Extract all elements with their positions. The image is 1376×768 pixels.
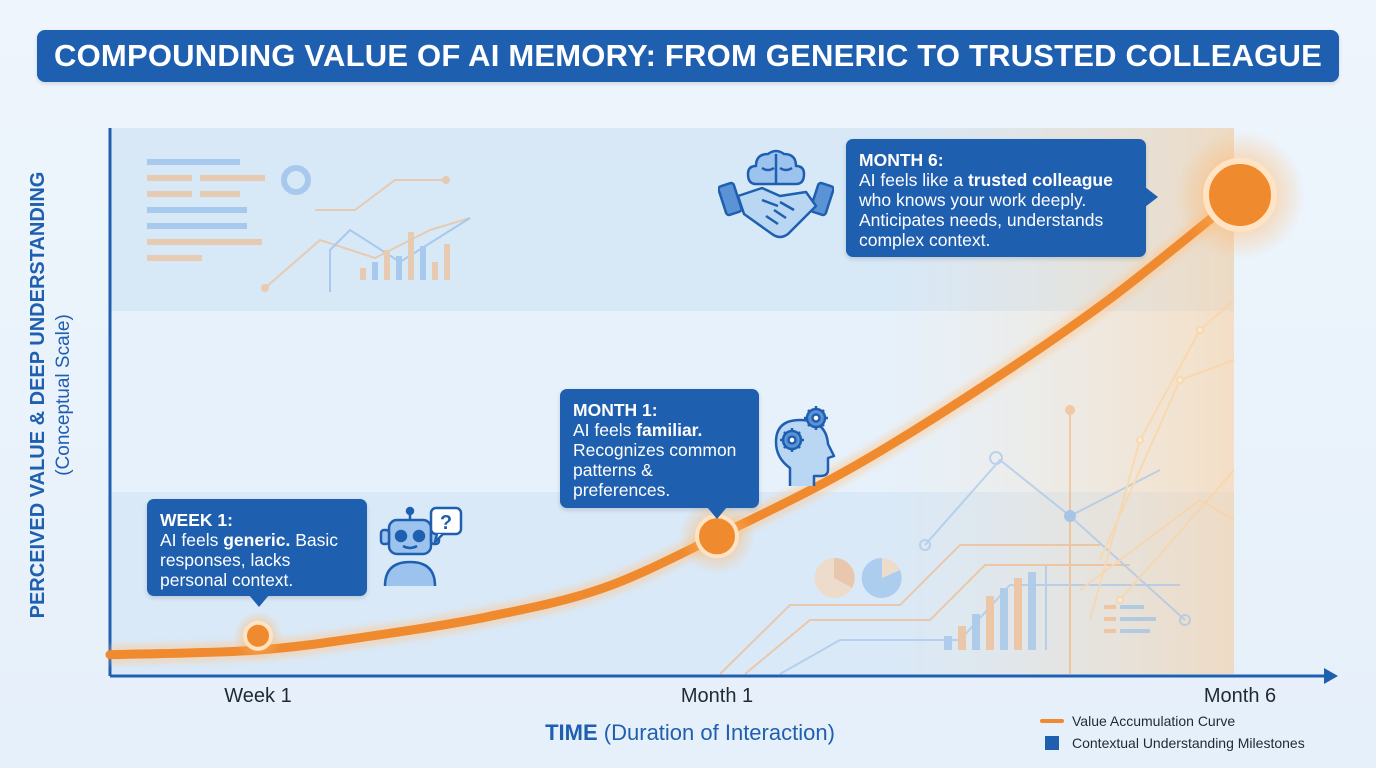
head-gears-icon [774, 406, 836, 486]
x-tick-month1: Month 1 [680, 685, 754, 707]
legend-label-curve: Value Accumulation Curve [1072, 713, 1236, 729]
x-axis-arrow [1324, 668, 1338, 684]
y-axis-title: PERCEIVED VALUE & DEEP UNDERSTANDING [27, 171, 49, 619]
legend: Value Accumulation Curve Contextual Unde… [1040, 710, 1305, 754]
callout-week1: WEEK 1: AI feels generic. Basic response… [147, 499, 367, 607]
legend-box-swatch [1045, 736, 1059, 750]
legend-item-curve: Value Accumulation Curve [1040, 710, 1305, 732]
legend-item-milestones: Contextual Understanding Milestones [1040, 732, 1305, 754]
network-decoration [719, 299, 1235, 675]
dashboard-decoration [147, 159, 471, 292]
svg-text:?: ? [440, 512, 452, 534]
x-axis-subtitle: (Duration of Interaction) [603, 720, 835, 745]
brain-handshake-icon [718, 149, 834, 239]
callout-week1-heading: WEEK 1: [160, 510, 233, 530]
callout-month1: MONTH 1: AI feels familiar. Recognizes c… [560, 389, 759, 519]
title-banner: COMPOUNDING VALUE OF AI MEMORY: FROM GEN… [37, 30, 1339, 82]
x-tick-month6: Month 6 [1203, 685, 1277, 707]
robot-question-icon: ? [379, 506, 463, 587]
legend-line-swatch [1040, 719, 1064, 723]
callout-month1-pre: AI feels [573, 420, 637, 440]
milestone-point [1203, 158, 1277, 232]
callout-month1-post: Recognizes common patterns & preferences… [573, 440, 737, 500]
x-axis-label: TIME (Duration of Interaction) [545, 720, 835, 746]
callout-month6-post: who knows your work deeply. Anticipates … [859, 190, 1104, 250]
callout-week1-post: Basic responses, lacks personal context. [160, 530, 339, 590]
y-axis-label: PERCEIVED VALUE & DEEP UNDERSTANDING (Co… [27, 125, 97, 665]
callout-week1-pre: AI feels [160, 530, 224, 550]
callout-month6: MONTH 6: AI feels like a trusted colleag… [846, 139, 1158, 257]
callout-month1-heading: MONTH 1: [573, 400, 658, 420]
callout-month1-emph: familiar. [636, 420, 703, 440]
callout-month6-pointer [1145, 187, 1158, 207]
callout-week1-emph: generic. [223, 530, 291, 550]
legend-label-milestones: Contextual Understanding Milestones [1072, 735, 1305, 751]
page-title: COMPOUNDING VALUE OF AI MEMORY: FROM GEN… [54, 38, 1322, 73]
milestone-point [243, 620, 273, 651]
milestone-point [695, 514, 739, 559]
callout-month1-pointer [707, 507, 727, 519]
callout-month6-emph: trusted colleague [967, 170, 1113, 190]
callout-month6-heading: MONTH 6: [859, 150, 944, 170]
x-tick-week1: Week 1 [224, 685, 292, 707]
y-axis-subtitle: (Conceptual Scale) [53, 314, 74, 476]
x-axis-title: TIME [545, 720, 598, 745]
callout-week1-pointer [249, 595, 269, 607]
callout-month6-pre: AI feels like a [859, 170, 968, 190]
